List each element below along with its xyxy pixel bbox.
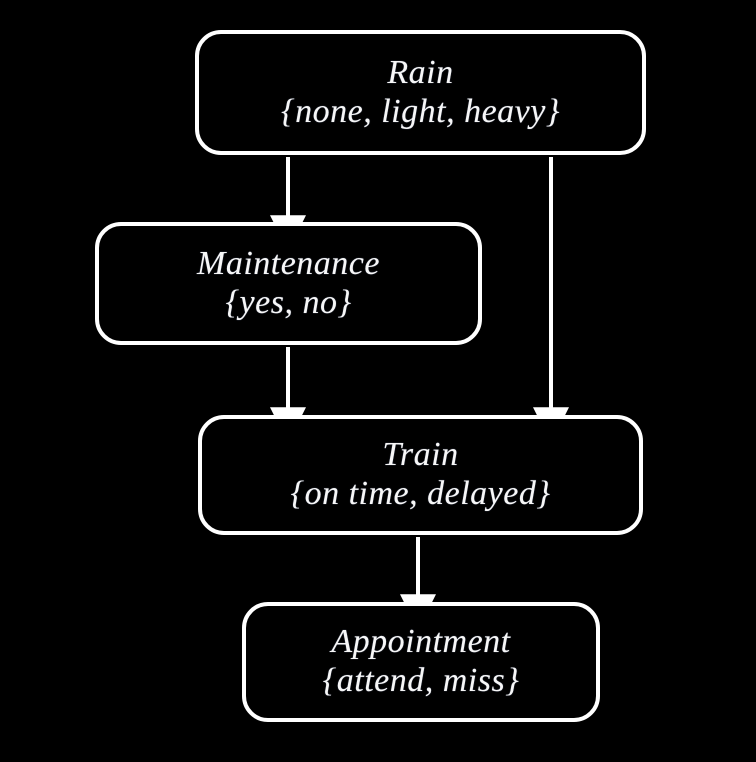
node-appointment-values: {attend, miss}: [322, 662, 520, 699]
node-maintenance[interactable]: Maintenance {yes, no}: [95, 222, 482, 345]
node-train-values: {on time, delayed}: [290, 475, 551, 512]
node-appointment[interactable]: Appointment {attend, miss}: [242, 602, 600, 722]
node-appointment-label: Appointment: [331, 623, 511, 661]
node-maintenance-label: Maintenance: [197, 244, 380, 282]
node-rain[interactable]: Rain {none, light, heavy}: [195, 30, 646, 155]
node-train[interactable]: Train {on time, delayed}: [198, 415, 643, 535]
node-rain-values: {none, light, heavy}: [281, 92, 560, 130]
node-rain-label: Rain: [387, 53, 454, 91]
node-train-label: Train: [382, 436, 459, 474]
node-maintenance-values: {yes, no}: [225, 283, 352, 321]
